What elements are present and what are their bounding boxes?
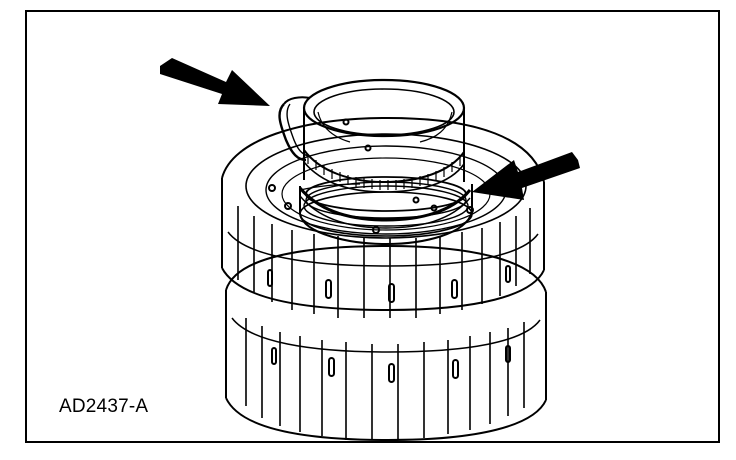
- pointer-arrow-icon: [472, 152, 580, 200]
- lower-clutch-pack: [225, 244, 547, 442]
- pointer-arrow-right: [472, 152, 580, 200]
- pointer-arrow-icon: [160, 58, 270, 106]
- figure-id-label: AD2437-A: [59, 396, 149, 417]
- piston-cylinder: [278, 78, 472, 229]
- pointer-arrow-left: [160, 58, 270, 106]
